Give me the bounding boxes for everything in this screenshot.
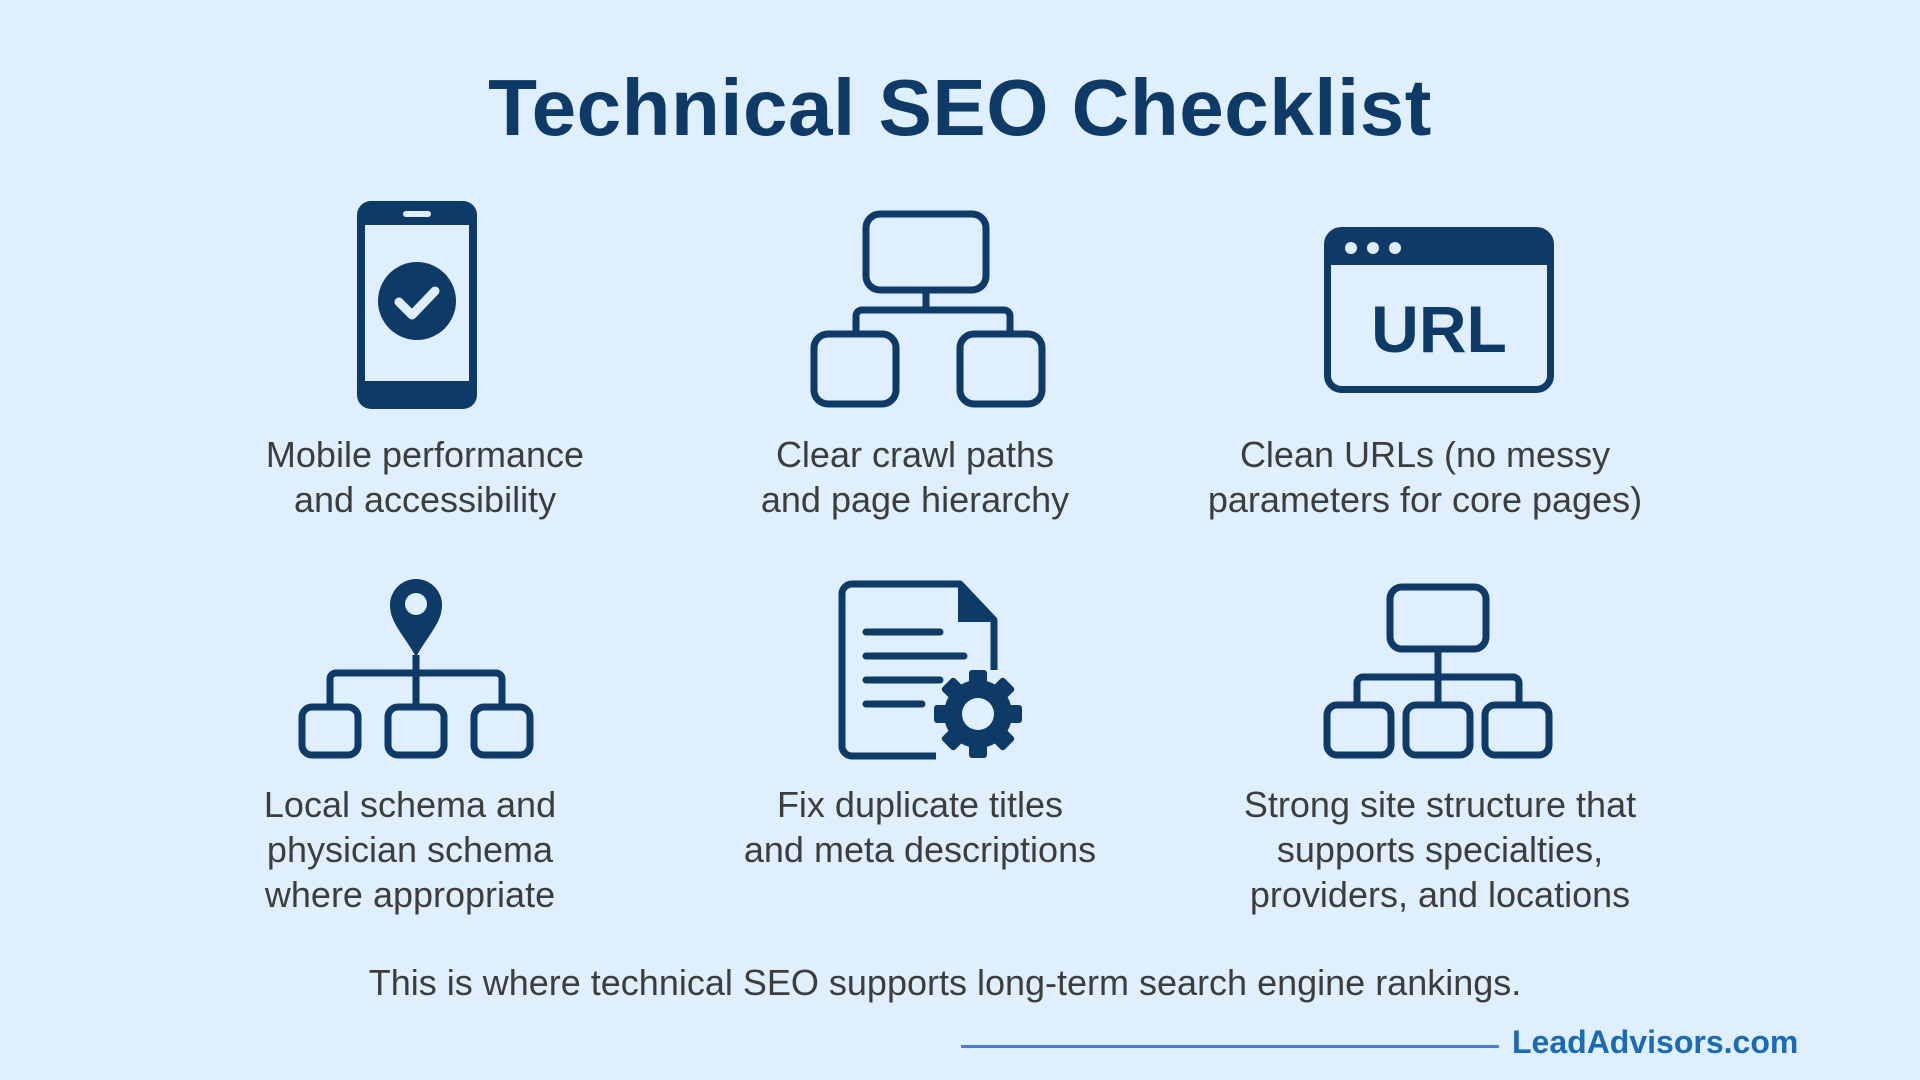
url-icon-text: URL	[1371, 292, 1507, 366]
item-label-duplicates: Fix duplicate titles and meta descriptio…	[743, 784, 1097, 870]
page-title: Technical SEO Checklist	[488, 63, 1432, 152]
item-label-urls: Clean URLs (no messy parameters for core…	[1207, 434, 1643, 520]
divider-line	[961, 1045, 1499, 1048]
item-label-structure: Strong site structure that supports spec…	[1243, 784, 1637, 915]
item-label-schema: Local schema and physician schema where …	[263, 784, 557, 915]
item-label-mobile: Mobile performance and accessibility	[265, 434, 585, 520]
item-label-crawl: Clear crawl paths and page hierarchy	[760, 434, 1070, 520]
document-gear-icon	[838, 580, 1024, 760]
url-browser-icon: URL	[1324, 227, 1554, 393]
brand-link[interactable]: LeadAdvisors.com	[1512, 1024, 1799, 1060]
mobile-check-icon	[357, 201, 477, 409]
location-hierarchy-icon	[298, 577, 534, 759]
footer-text: This is where technical SEO supports lon…	[368, 962, 1522, 1003]
hierarchy-icon	[810, 210, 1046, 408]
site-structure-icon	[1323, 583, 1553, 759]
